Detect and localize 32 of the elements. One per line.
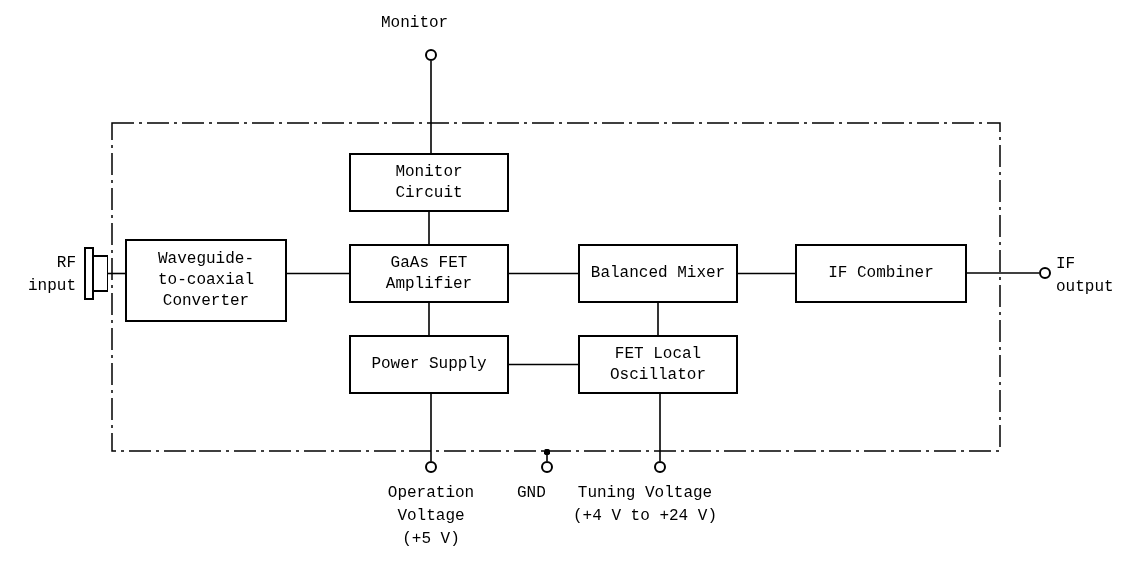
terminal-circle — [541, 461, 553, 473]
block-box: IF Combiner — [795, 244, 967, 303]
connector-line — [428, 211, 430, 245]
block-box: Waveguide-to-coaxial Converter — [125, 239, 287, 322]
terminal-circle — [654, 461, 666, 473]
block-box: GaAs FET Amplifier — [349, 244, 509, 303]
connector-line — [508, 363, 579, 366]
connector-line — [737, 272, 796, 275]
terminal-label: Tuning Voltage (+4 V to +24 V) — [572, 483, 718, 528]
block-box: FET Local Oscillator — [578, 335, 738, 394]
terminal-label: RF input — [27, 253, 76, 298]
terminal-label: GND — [517, 483, 546, 504]
terminal-label: IF output — [1056, 254, 1115, 299]
terminal-label: Monitor — [381, 13, 449, 34]
terminal-circle — [425, 461, 437, 473]
connector-line — [657, 302, 659, 336]
terminal-label: Operation Voltage (+5 V) — [386, 483, 476, 551]
connector-line — [430, 60, 432, 154]
block-box: Power Supply — [349, 335, 509, 394]
connector-line — [966, 272, 1040, 274]
flange-connector — [84, 247, 108, 300]
connector-line — [428, 302, 430, 336]
module-frame — [111, 122, 1001, 452]
connector-line — [508, 272, 579, 275]
block-box: Monitor Circuit — [349, 153, 509, 212]
block-box: Balanced Mixer — [578, 244, 738, 303]
terminal-circle — [1039, 267, 1051, 279]
terminal-circle — [425, 49, 437, 61]
connector-line — [543, 448, 551, 462]
connector-line — [286, 272, 350, 275]
connector-line — [659, 393, 661, 462]
connector-line — [430, 393, 432, 462]
